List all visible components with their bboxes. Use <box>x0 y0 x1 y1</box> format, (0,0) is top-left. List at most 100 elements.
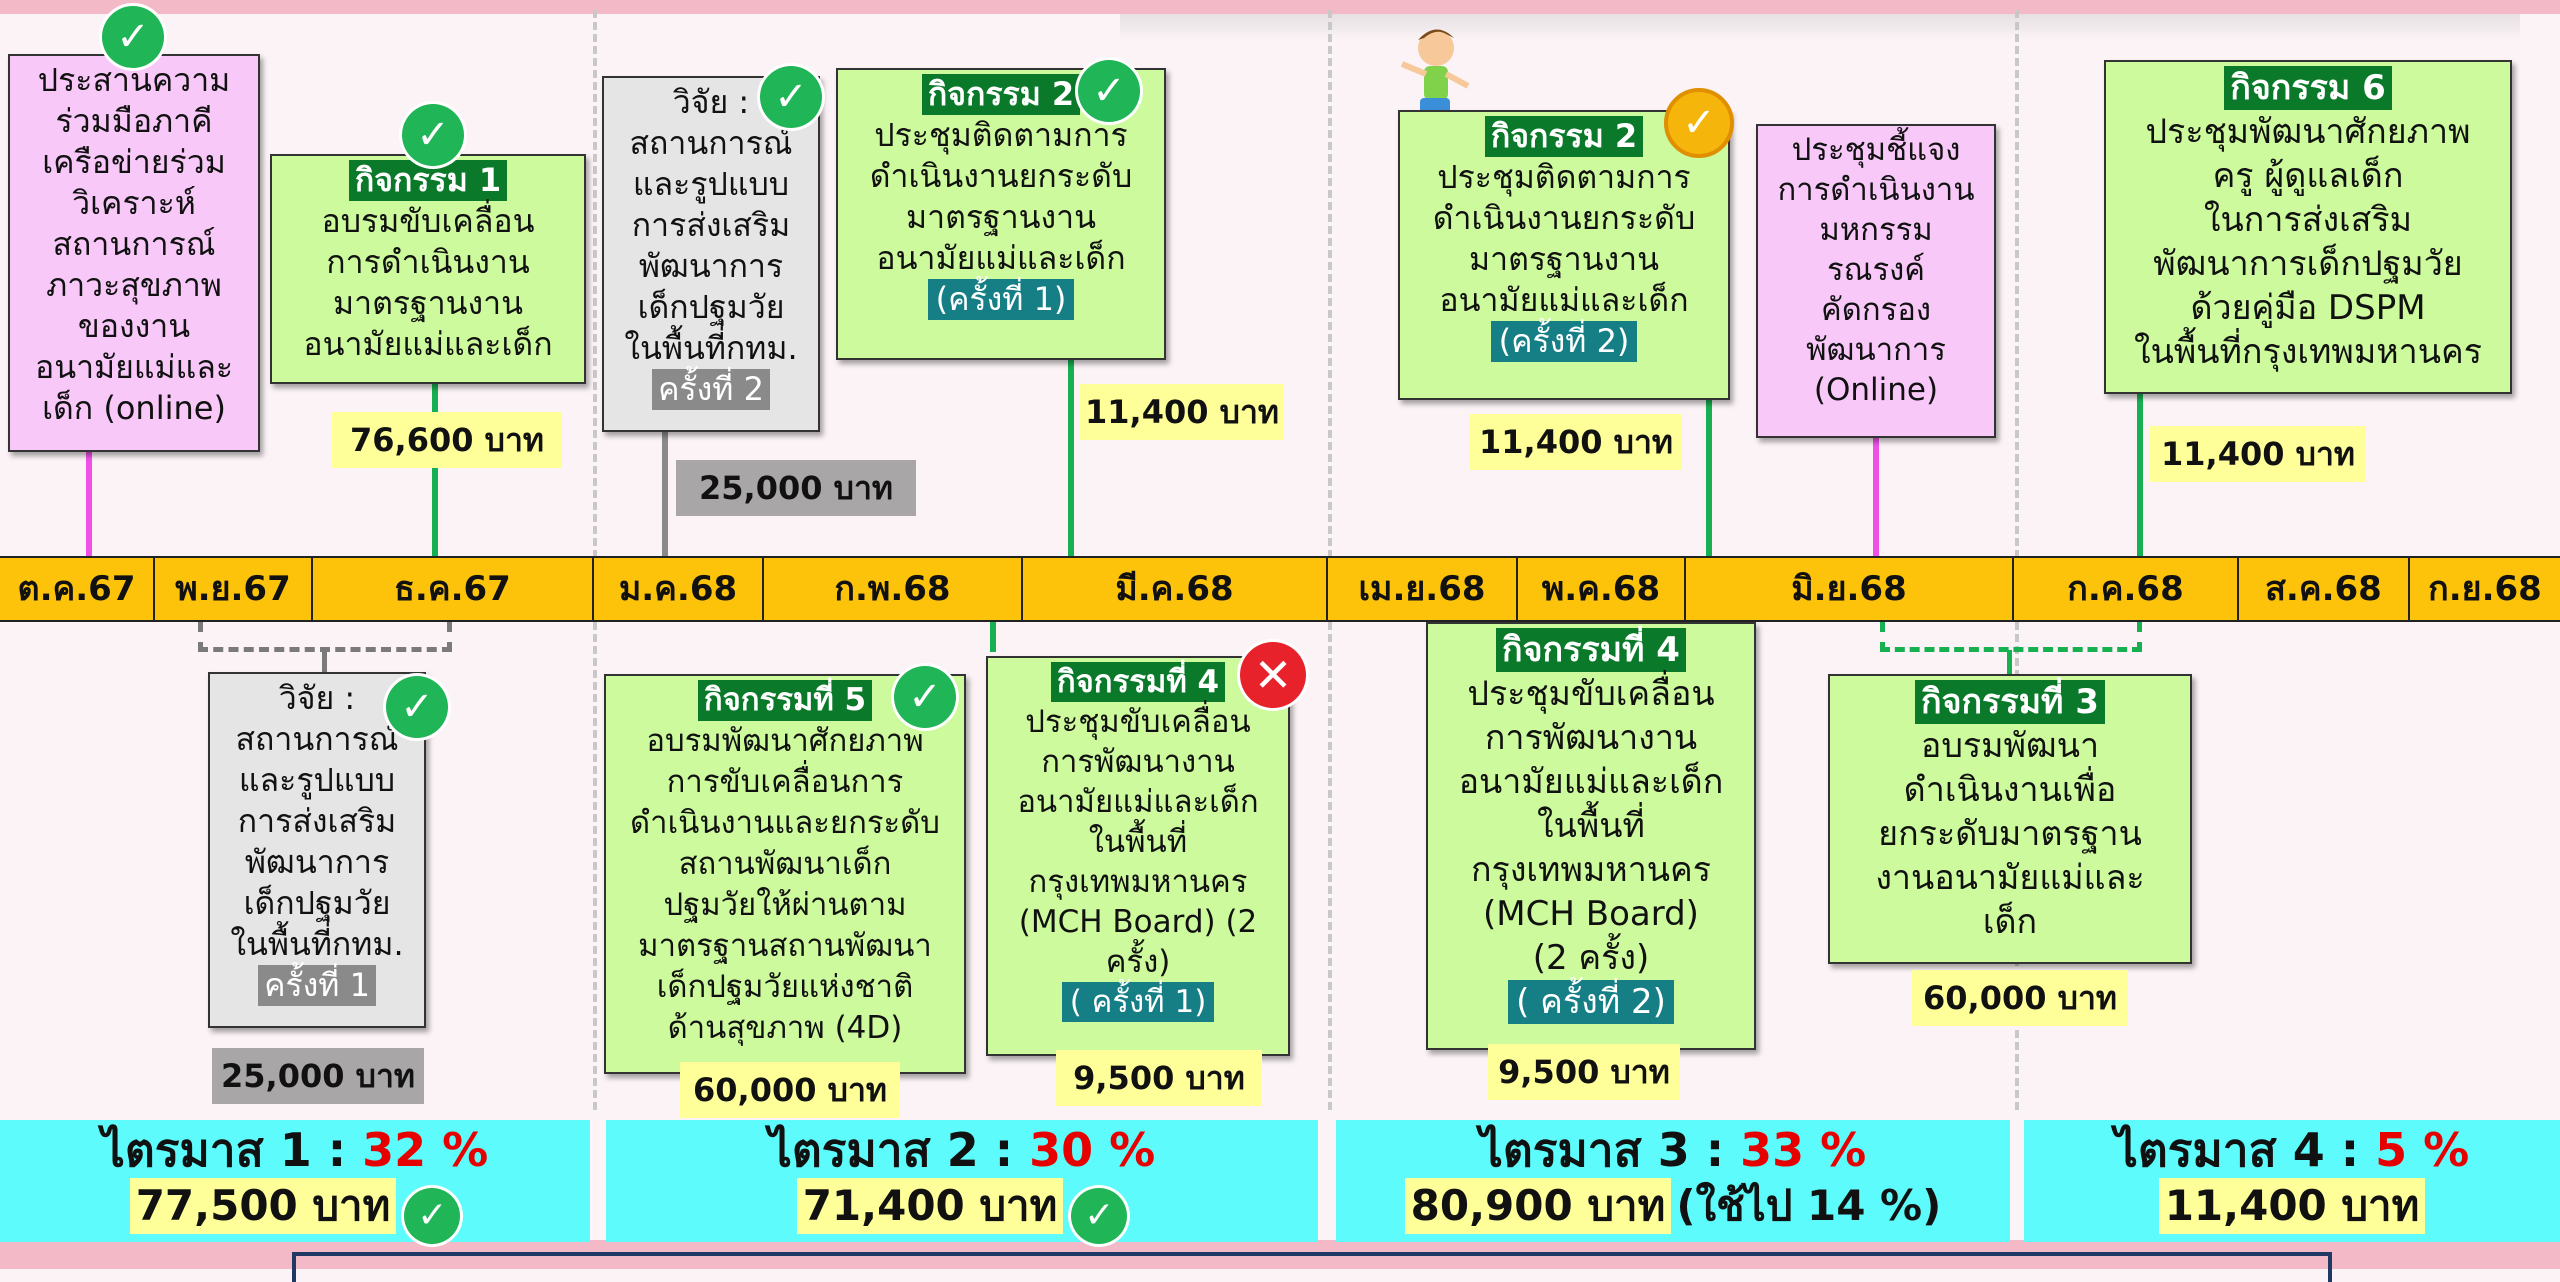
quarter-amount: 71,400 บาท <box>796 1178 1064 1234</box>
box-line: ของงาน <box>77 307 191 345</box>
round-tag: ( ครั้งที่ 2) <box>1508 980 1674 1024</box>
connector-line <box>1873 434 1879 558</box>
box-line: และรูปแบบ <box>632 165 790 203</box>
activity-tag: กิจกรรม 6 <box>2224 66 2392 110</box>
box-line: การพัฒนางาน <box>1041 744 1235 780</box>
box-line: สถานการณ์ <box>629 124 793 162</box>
total-bracket <box>292 1252 2332 1282</box>
quarter-label: ไตรมาส 2 : <box>768 1123 1014 1177</box>
box-line: มาตรฐานสถานพัฒนา <box>638 928 932 964</box>
amount-label: 76,600 บาท <box>332 412 562 468</box>
activity-3-box: กิจกรรมที่ 3 อบรมพัฒนา ดำเนินงานเพื่อ ยก… <box>1828 674 2192 964</box>
activity-tag: กิจกรรมที่ 3 <box>1915 680 2105 724</box>
box-line: ในการส่งเสริม <box>2203 200 2413 240</box>
box-line: ในพื้นที่กรุงเทพมหานคร <box>2134 332 2482 372</box>
quarter-percent: 32 % <box>362 1123 489 1177</box>
amount-label: 60,000 บาท <box>680 1062 900 1118</box>
check-circle-icon: ✓ <box>760 66 822 128</box>
box-line: ครั้ง) <box>1105 944 1171 980</box>
activity-tag: กิจกรรม 2 <box>921 74 1081 115</box>
box-line: (2 ครั้ง) <box>1532 938 1650 978</box>
box-line: กรุงเทพมหานคร <box>1028 864 1248 900</box>
box-title: วิจัย : <box>278 679 356 717</box>
month-cell: มี.ค.68 <box>1023 558 1328 620</box>
quarter-amount: 11,400 บาท <box>2158 1178 2426 1234</box>
box-line: อบรมพัฒนา <box>1920 726 2100 766</box>
amount-label: 25,000 บาท <box>676 460 916 516</box>
box-line: (MCH Board) <box>1483 894 1699 934</box>
box-line: เด็กปฐมวัย <box>243 884 391 922</box>
month-axis: ต.ค.67 พ.ย.67 ธ.ค.67 ม.ค.68 ก.พ.68 มี.ค.… <box>0 556 2560 622</box>
box-line: ครู ผู้ดูแลเด็ก <box>2212 156 2404 196</box>
box-line: การขับเคลื่อนการ <box>666 764 904 800</box>
box-line: ประชุมติดตามการ <box>1437 158 1691 196</box>
box-line: มาตรฐานงาน <box>1469 240 1659 278</box>
month-cell: ต.ค.67 <box>0 558 155 620</box>
quarter-percent: 30 % <box>1029 1123 1156 1177</box>
connector-line <box>2137 394 2143 558</box>
box-line: เด็กปฐมวัย <box>637 288 785 326</box>
month-cell: เม.ย.68 <box>1328 558 1518 620</box>
top-band <box>0 0 2560 14</box>
activity-tag: กิจกรรมที่ 5 <box>697 680 873 721</box>
box-line: อนามัยแม่และ <box>34 348 234 386</box>
connector-line <box>662 432 668 558</box>
connector-line <box>86 452 92 558</box>
month-cell: ธ.ค.67 <box>313 558 594 620</box>
check-circle-icon: ✓ <box>102 6 164 68</box>
box-line: ภาวะสุขภาพ <box>46 266 222 304</box>
box-line: พัฒนาการ <box>638 247 784 285</box>
research-round-2-box: วิจัย : สถานการณ์ และรูปแบบ การส่งเสริม … <box>602 76 820 432</box>
connector-line <box>322 650 327 674</box>
month-cell: ก.ย.68 <box>2428 569 2542 609</box>
connector-line <box>432 384 438 558</box>
amount-label: 11,400 บาท <box>2150 426 2366 482</box>
box-line: สถานพัฒนาเด็ก <box>678 846 892 882</box>
box-line: เด็กปฐมวัยแห่งชาติ <box>656 969 914 1005</box>
connector-line <box>1068 360 1074 572</box>
quarter-spent-note: (ใช้ไป 14 %) <box>1676 1181 1942 1230</box>
connector-line <box>1706 400 1712 558</box>
quarter-label: ไตรมาส 3 : <box>1479 1123 1725 1177</box>
check-circle-icon: ✓ <box>894 666 956 728</box>
activity-5-box: กิจกรรมที่ 5 อบรมพัฒนาศักยภาพ การขับเคลื… <box>604 674 966 1074</box>
box-line: งานอนามัยแม่และ <box>1875 858 2145 898</box>
box-line: มาตรฐานงาน <box>906 198 1096 236</box>
month-cell: ส.ค.68 <box>2239 558 2410 620</box>
cross-circle-icon: ✕ <box>1240 642 1306 708</box>
box-line: (MCH Board) (2 <box>1018 904 1258 940</box>
box-line: ปฐมวัยให้ผ่านตาม <box>663 887 907 923</box>
check-circle-icon: ✓ <box>386 676 448 738</box>
box-line: ประชุมพัฒนาศักยภาพ <box>2145 112 2471 152</box>
box-line: และรูปแบบ <box>238 761 396 799</box>
activity-tag: กิจกรรมที่ 4 <box>1050 662 1226 702</box>
round-tag: ครั้งที่ 2 <box>652 369 770 410</box>
amount-label: 11,400 บาท <box>1080 384 1284 440</box>
box-line: กรุงเทพมหานคร <box>1470 850 1712 890</box>
connector-line <box>990 622 996 652</box>
box-line: การดำเนินงาน <box>1777 172 1975 208</box>
box-line: การส่งเสริม <box>237 802 397 840</box>
box-line: สถานการณ์ <box>235 720 399 758</box>
round-tag: (ครั้งที่ 2) <box>1490 321 1638 362</box>
quarter-amount: 77,500 บาท <box>129 1178 397 1234</box>
quarter-amount: 80,900 บาท <box>1404 1178 1672 1234</box>
box-line: ด้วยคู่มือ DSPM <box>2190 288 2426 328</box>
box-line: อบรมขับเคลื่อน <box>321 202 535 240</box>
box-line: อนามัยแม่และเด็ก <box>1439 281 1689 319</box>
month-cell: พ.ย.67 <box>155 558 313 620</box>
box-line: การดำเนินงาน <box>326 243 530 281</box>
check-circle-icon: ✓ <box>1078 60 1140 122</box>
gold-check-badge-icon: ✓ <box>1664 88 1734 158</box>
box-line: ประชุมขับเคลื่อน <box>1467 674 1715 714</box>
check-circle-icon: ✓ <box>402 104 464 166</box>
box-line: ดำเนินงานยกระดับ <box>869 157 1133 195</box>
box-line: ยกระดับมาตรฐาน <box>1878 814 2142 854</box>
box-line: มาตรฐานงาน <box>333 284 523 322</box>
check-circle-icon: ✓ <box>404 1187 461 1244</box>
box-line: รณรงค์ <box>1827 252 1925 288</box>
span-bracket <box>198 622 452 652</box>
box-line: ในพื้นที่ <box>1088 824 1188 860</box>
box-line: เด็ก (online) <box>42 389 226 427</box>
box-line: สถานการณ์ <box>52 225 216 263</box>
